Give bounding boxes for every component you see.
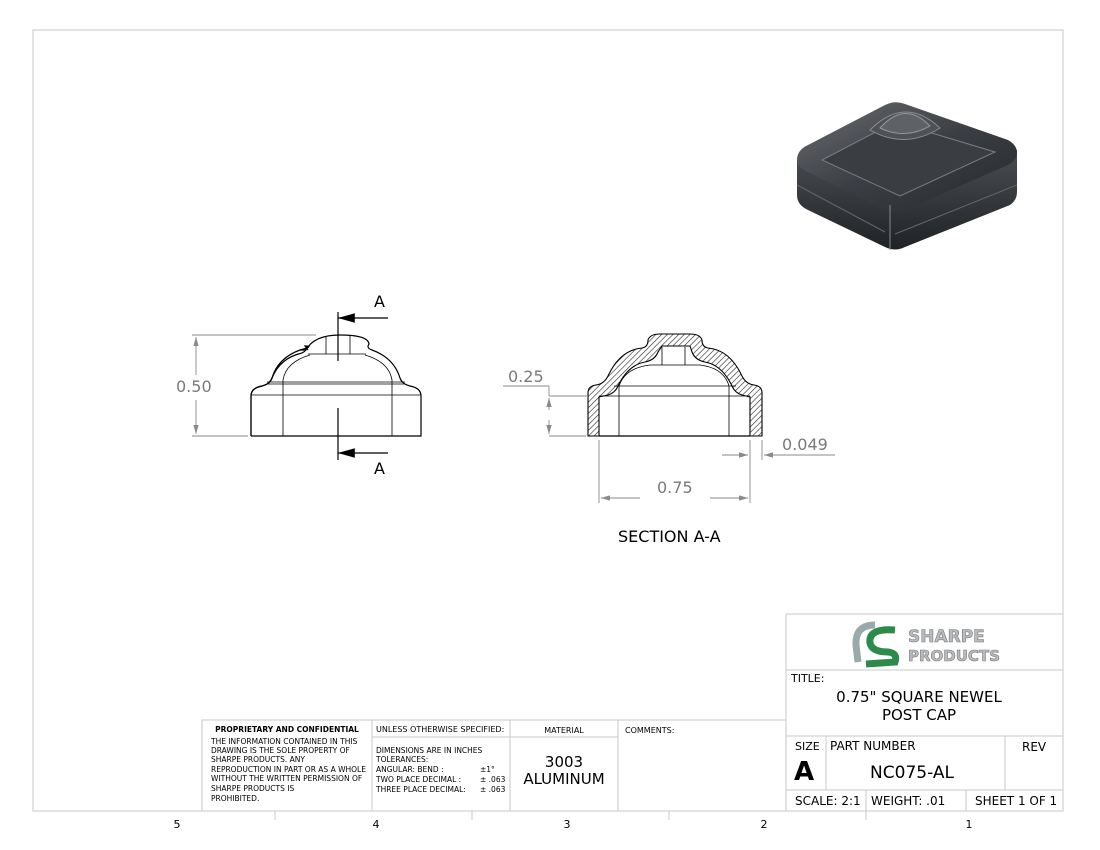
zone-label: 5 [174,818,181,831]
svg-text:SHARPE: SHARPE [908,627,985,647]
rev-label: REV [1022,740,1047,754]
proprietary-line: DRAWING IS THE SOLE PROPERTY OF [211,746,350,755]
tolerance-line: TOLERANCES: [375,755,428,764]
tolerance-line: ANGULAR: BEND : [376,765,444,774]
front-view: A A 0.50 [176,292,422,478]
tolerance-line: THREE PLACE DECIMAL: [375,785,466,794]
dim-wall-thickness: 0.049 [782,435,828,454]
dim-wall-height: 0.25 [508,367,544,386]
proprietary-line: PROHIBITED. [211,794,259,803]
isometric-3d-view [796,102,1018,250]
section-view: 0.25 0.75 0.049 SECTION A-A [503,333,835,546]
svg-text:PRODUCTS: PRODUCTS [908,647,1000,665]
size-label: SIZE [795,740,820,753]
part-number-label: PART NUMBER [830,739,916,753]
part-number: NC075-AL [870,763,954,783]
sheet-number: SHEET 1 OF 1 [975,794,1057,808]
title-label: TITLE: [790,672,824,685]
zone-ticks [274,811,867,820]
proprietary-line: REPRODUCTION IN PART OR AS A WHOLE [211,765,366,774]
proprietary-header: PROPRIETARY AND CONFIDENTIAL [215,725,359,734]
material-header: MATERIAL [544,726,584,735]
section-label-top: A [374,292,385,311]
dim-width: 0.75 [657,478,693,497]
zone-label: 2 [761,818,768,831]
zone-label: 4 [373,818,380,831]
material-line2: ALUMINUM [523,770,604,788]
scale: SCALE: 2:1 [795,794,861,808]
weight: WEIGHT: .01 [871,794,945,808]
notes-block [201,719,787,812]
company-logo: SHARPE PRODUCTS [852,621,1000,668]
tolerance-value: ± .063 [480,785,506,794]
zone-label: 1 [966,818,973,831]
comments-header: COMMENTS: [625,726,674,735]
tolerance-line: DIMENSIONS ARE IN INCHES [376,746,483,755]
drawing-title-line2: POST CAP [882,706,956,724]
drawing-title-line1: 0.75" SQUARE NEWEL [836,688,1002,706]
section-label-bottom: A [374,459,385,478]
proprietary-line: WITHOUT THE WRITTEN PERMISSION OF [211,774,362,783]
material-line1: 3003 [545,753,583,771]
proprietary-line: SHARPE PRODUCTS IS [211,784,294,793]
size-value: A [794,757,814,787]
title-block [785,613,1064,812]
zone-label: 3 [564,818,571,831]
unless-header: UNLESS OTHERWISE SPECIFIED: [376,725,504,734]
section-caption: SECTION A-A [618,527,721,546]
tolerance-line: TWO PLACE DECIMAL : [375,775,461,784]
tolerance-value: ± .063 [480,775,506,784]
tolerance-value: ±1° [480,765,495,774]
dim-height: 0.50 [176,377,212,396]
proprietary-line: THE INFORMATION CONTAINED IN THIS [210,737,358,746]
proprietary-line: SHARPE PRODUCTS. ANY [211,755,305,764]
